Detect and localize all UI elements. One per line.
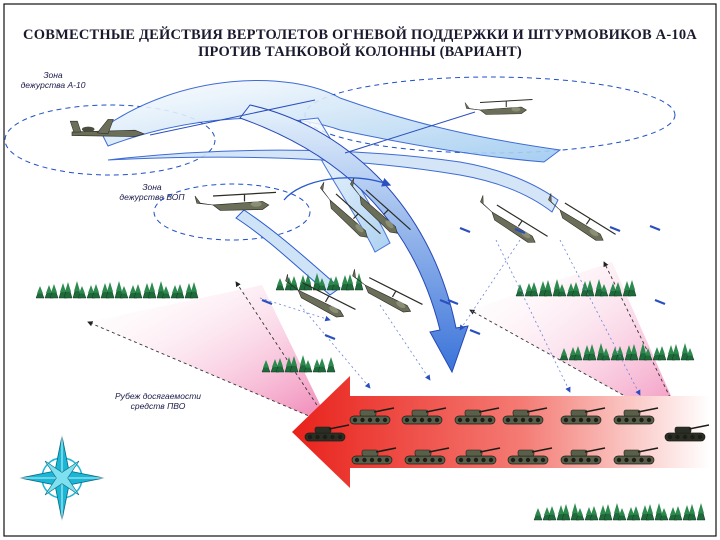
forest-icon <box>534 503 705 520</box>
attack-helicopter-icon <box>195 192 276 210</box>
vop-patrol-zone <box>154 184 310 240</box>
attack-helicopter-icon <box>465 100 533 115</box>
air-defense-sector-left <box>88 285 330 425</box>
forest-icon <box>36 281 198 298</box>
missile-icon <box>610 227 620 231</box>
missile-trajectory <box>380 305 430 380</box>
missile-icon <box>460 228 470 232</box>
compass-rose-icon <box>20 436 104 520</box>
missile-icon <box>655 300 665 304</box>
missile-icon <box>650 226 660 230</box>
missile-trajectory <box>300 305 370 388</box>
missile-icon <box>470 330 480 334</box>
